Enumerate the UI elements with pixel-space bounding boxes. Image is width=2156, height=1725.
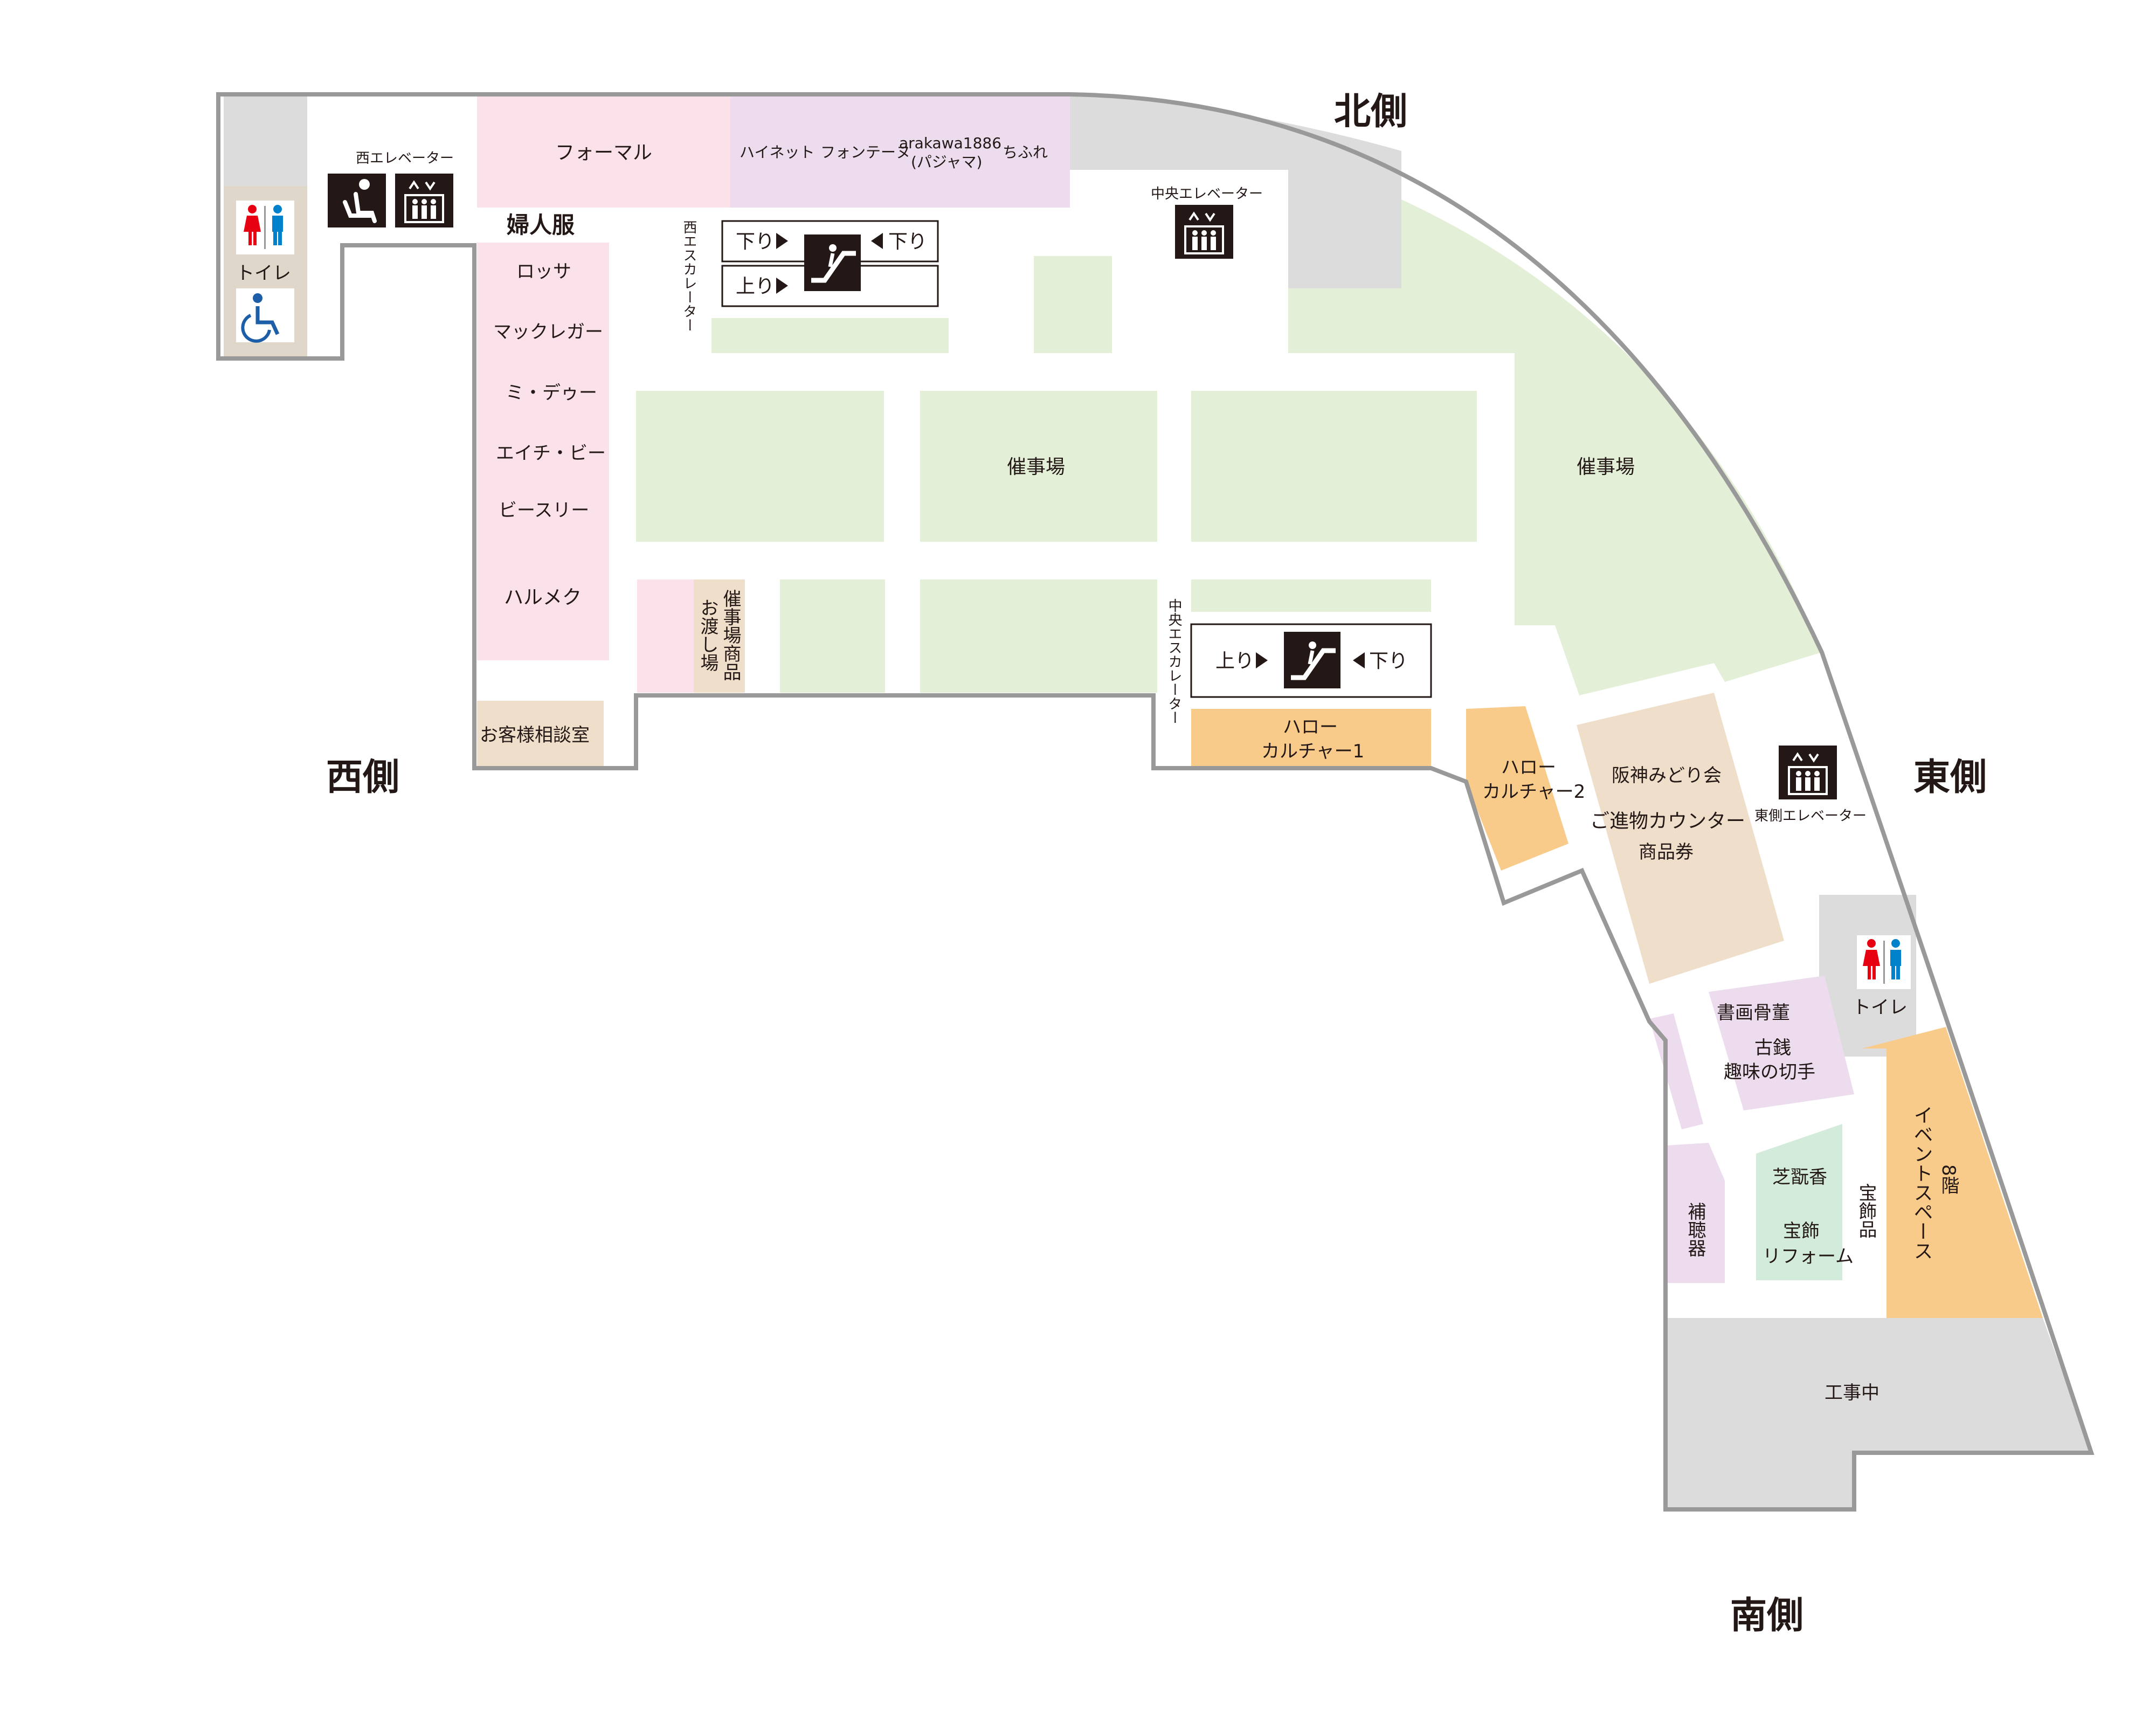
direction-west: 西側 (326, 756, 399, 799)
event-hall-east-label: 催事場 (1577, 456, 1635, 478)
central-escalator-label: 中央エスカレーター (1166, 598, 1182, 724)
seat-icon (328, 174, 386, 227)
event-space-label: イベントスペース (1911, 1105, 1933, 1260)
escalator-icon (804, 234, 861, 291)
hello-culture-1-line2: カルチャー1 (1261, 741, 1364, 762)
shop-hb: エイチ・ビー (496, 443, 606, 464)
womens-heading: 婦人服 (507, 212, 575, 238)
construction-area (1666, 1318, 2091, 1509)
direction-north: 北側 (1334, 91, 1407, 133)
west-elevator-label: 西エレベーター (356, 150, 454, 167)
stamps-label: 趣味の切手 (1724, 1061, 1815, 1083)
pickup-label-2: お渡し場 (697, 598, 718, 672)
central-escalator-up-label: 上り (1215, 650, 1254, 672)
old-coins-label: 古銭 (1754, 1037, 1791, 1059)
central-elevator-icon[interactable] (1175, 205, 1233, 259)
shop-arakawa-sub: (パジャマ) (911, 153, 982, 171)
womens-shops-column (477, 243, 609, 660)
event-hall-east (1288, 199, 1822, 695)
outer-wall (216, 92, 2095, 1512)
construction-label: 工事中 (1825, 1382, 1879, 1404)
north-shops-purple (730, 94, 1070, 208)
calligraphy-label: 書画骨董 (1717, 1002, 1790, 1024)
east-elevator-label: 東側エレベーター (1754, 808, 1867, 824)
shop-halmek: ハルメク (504, 586, 582, 609)
jewelry-label: 宝飾 (1783, 1220, 1820, 1242)
hello-culture-2-line1: ハロー (1501, 757, 1556, 778)
west-escalator-label: 西エスカレーター (681, 220, 697, 332)
east-toilet-label: トイレ (1853, 997, 1908, 1018)
west-toilet-icon[interactable] (236, 201, 294, 254)
direction-east: 東側 (1913, 756, 1987, 799)
direction-south: 南側 (1730, 1595, 1803, 1637)
gray-area-north (1070, 94, 1401, 288)
reform-label: リフォーム (1763, 1246, 1854, 1267)
east-toilet-icon[interactable] (1857, 935, 1911, 989)
hearing-aid-shop (1666, 1143, 1725, 1283)
consultation-room-label: お客様相談室 (480, 724, 590, 746)
central-escalator[interactable]: 上り 下り (1190, 623, 1432, 698)
west-escalator-down-label-2: 下り (888, 231, 927, 253)
accessible-toilet-icon[interactable] (236, 288, 294, 343)
central-elevator-label: 中央エレベーター (1151, 186, 1263, 202)
central-escalator-down-label: 下り (1369, 650, 1408, 672)
hello-culture-2 (1466, 706, 1568, 871)
west-toilet-label: トイレ (236, 263, 291, 284)
gift-counter-label: ご進物カウンター (1590, 810, 1745, 832)
hello-culture-1 (1191, 709, 1431, 768)
right-arrow-icon (776, 233, 788, 249)
hello-culture-1-line1: ハロー (1283, 716, 1338, 738)
hello-culture-2-line2: カルチャー2 (1482, 781, 1585, 803)
calligraphy-shop (1709, 976, 1854, 1110)
shop-mi-deux: ミ・デゥー (506, 382, 597, 404)
event-hall-center-label: 催事場 (1007, 456, 1065, 478)
pickup-shop-beige (694, 579, 745, 693)
west-escalator[interactable]: 下り 下り 上り (721, 220, 939, 307)
jewelry-goods-label: 宝飾品 (1855, 1183, 1877, 1238)
event-space-8f (1862, 1027, 2043, 1318)
escalator-icon (1284, 632, 1340, 688)
left-arrow-icon (871, 233, 883, 249)
left-arrow-icon (1353, 652, 1365, 668)
shop-rossa: ロッサ (516, 261, 571, 282)
shop-fontaine: フォンテーヌ (820, 143, 911, 161)
right-arrow-icon (776, 278, 788, 294)
formal-shop (477, 94, 730, 208)
east-elevator-icon[interactable] (1779, 746, 1837, 799)
consultation-room (477, 701, 604, 768)
shibahara-label: 芝翫香 (1772, 1167, 1827, 1188)
west-elevator-icon[interactable] (395, 174, 453, 227)
gray-area-west-top (224, 94, 307, 186)
event-hall-center (636, 256, 1477, 693)
shop-formal: フォーマル (555, 142, 652, 164)
west-escalator-down-label: 下り (736, 231, 775, 253)
shop-b-three: ビースリー (499, 500, 589, 521)
shop-mcgregor: マックレガー (493, 321, 603, 343)
shop-hinet: ハイネット (740, 143, 814, 161)
shop-arakawa: arakawa1886 (899, 134, 1001, 152)
shibahara-shop (1756, 1124, 1842, 1280)
midori-counter (1577, 693, 1784, 984)
west-escalator-up-label: 上り (736, 275, 775, 298)
right-arrow-icon (1256, 652, 1268, 668)
eighth-floor-label: 8階 (1938, 1164, 1959, 1195)
midori-label: 阪神みどり会 (1612, 765, 1722, 786)
pickup-label-1: 催事場商品 (720, 589, 741, 681)
strip-purple (1649, 1013, 1703, 1129)
gift-certificate-label: 商品券 (1639, 841, 1694, 863)
hearing-aid-label: 補聴器 (1684, 1202, 1706, 1257)
pickup-left-pink (637, 579, 694, 693)
shop-chifure: ちふれ (1003, 143, 1048, 161)
